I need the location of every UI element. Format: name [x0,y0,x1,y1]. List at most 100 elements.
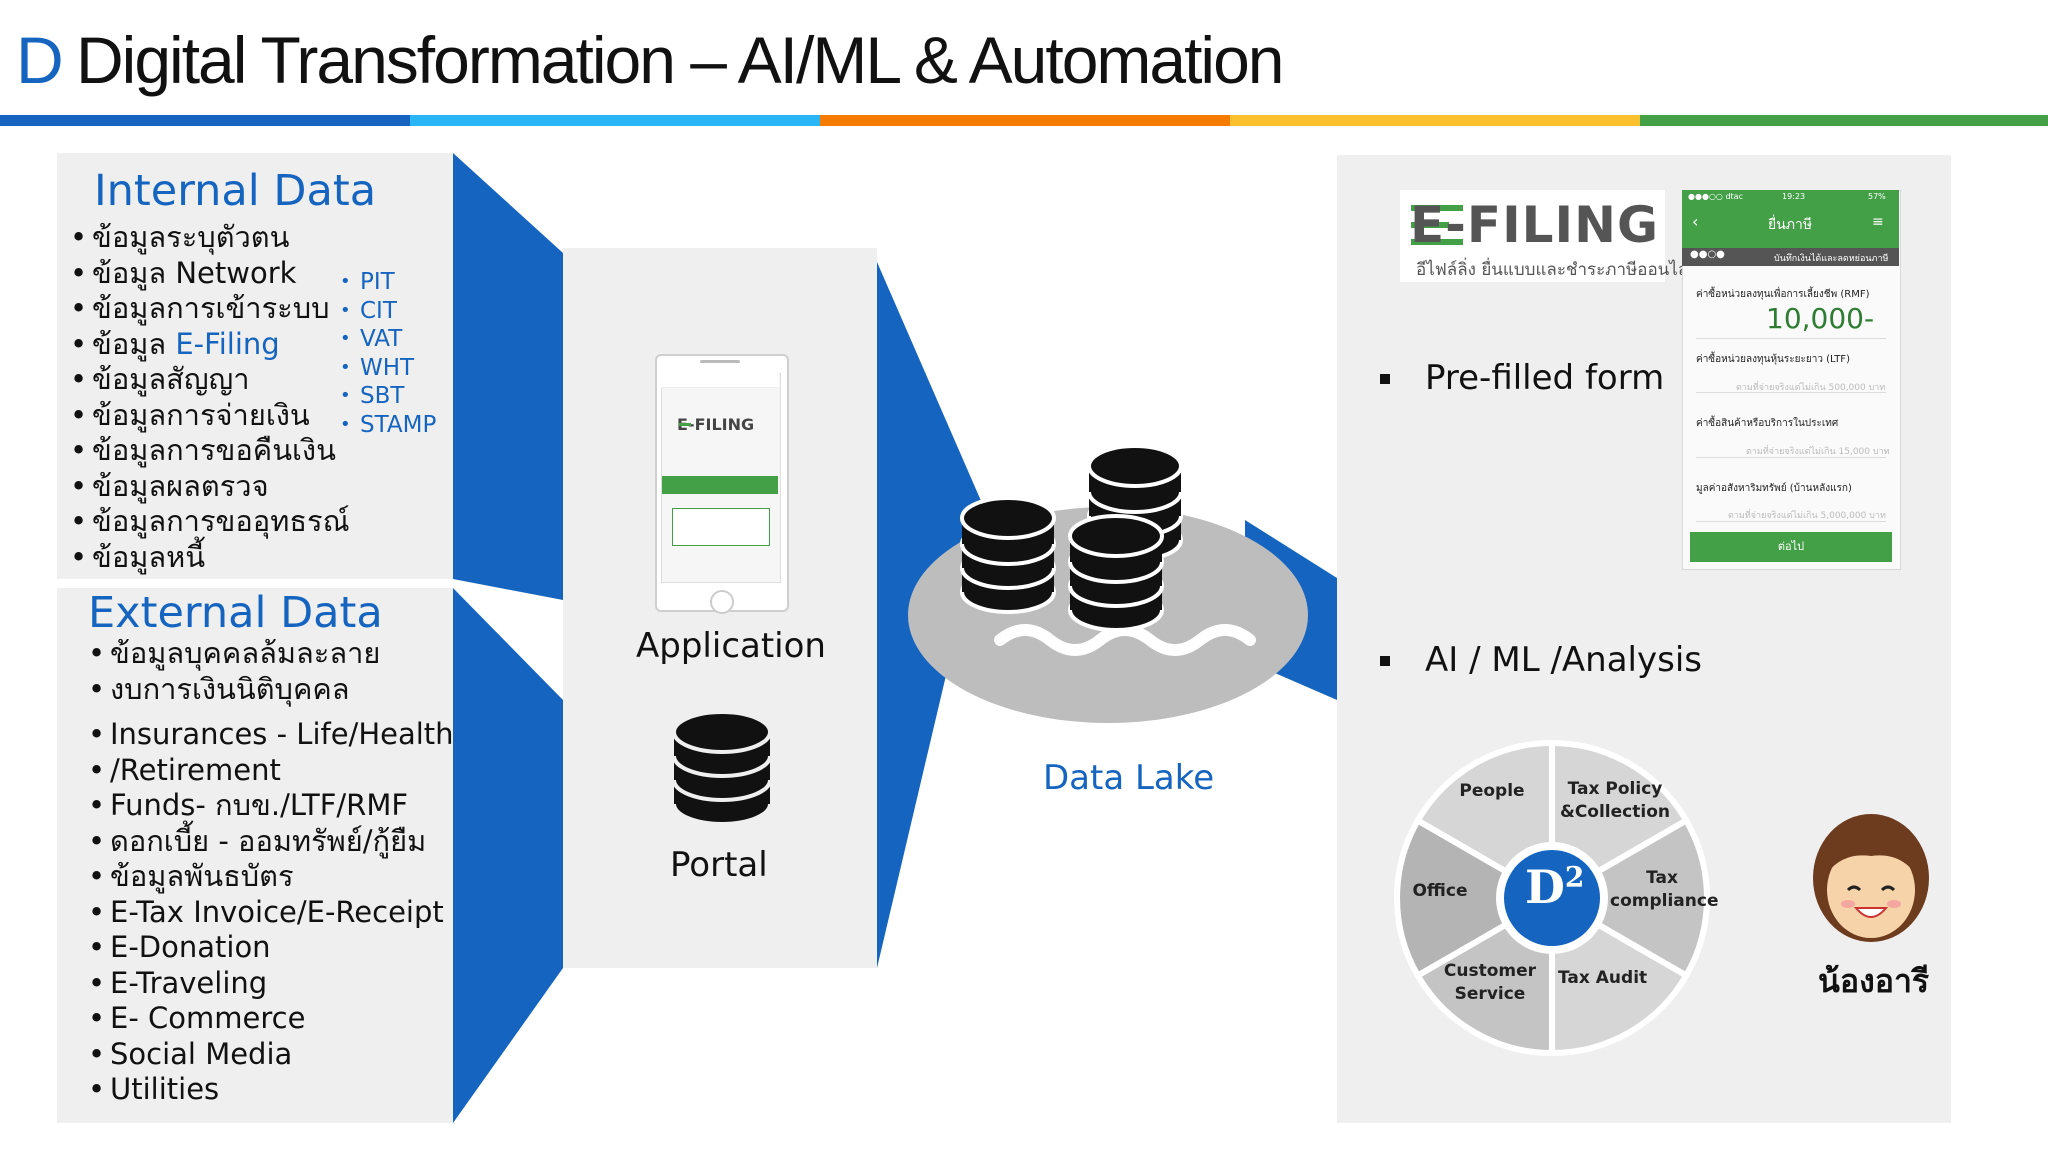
efiling-logo-bar-bottom [1411,239,1463,245]
avatar-name: น้องอารี [1818,962,1930,1000]
mobile-field-label: ค่าซื้อหน่วยลงทุนหุ้นระยะยาว (LTF) [1696,354,1850,365]
tax-type-item: PIT [340,268,436,297]
list-item: E-Tax Invoice/E-Receipt [88,895,454,931]
list-item: E- Commerce [88,1001,454,1037]
phone-speaker [700,360,740,363]
mobile-status-carrier: ●●●○○ dtac [1688,192,1743,201]
list-item: ข้อมูลพันธบัตร [88,859,454,895]
tax-type-item: VAT [340,325,436,354]
avatar-mouth [1853,907,1889,918]
mobile-field-value[interactable]: 10,000- [1766,302,1875,335]
list-item: ข้อมูลผลตรวจ [70,469,350,505]
external-data-list-2: Insurances - Life/Health /Retirement Fun… [88,717,454,1108]
list-item: ข้อมูลการขออุทธรณ์ [70,504,350,540]
external-data-list: ข้อมูลบุคคลล้มละลาย งบการเงินนิติบุคคล [88,636,380,707]
mobile-field-label: ค่าซื้อสินค้าหรือบริการในประเทศ [1696,418,1839,429]
stripe-light-blue [410,115,820,126]
list-item: Funds- กบข./LTF/RMF [88,788,454,824]
wheel-center-label: D2 [1525,860,1584,914]
stripe-orange [820,115,1230,126]
wheel-label-customer-service: Customer Service [1443,961,1537,1004]
phone-home-button [710,590,734,614]
list-item: ข้อมูลสัญญา [70,362,350,398]
external-data-title: External Data [88,588,383,638]
list-item: งบการเงินนิติบุคคล [88,672,380,708]
list-item-cont-text: /Retirement [110,752,281,787]
application-label: Application [636,626,826,666]
mobile-field-label: มูลค่าอสังหาริมทรัพย์ (บ้านหลังแรก) [1696,483,1852,494]
avatar-left-cheek [1841,900,1855,908]
segment-tax-compliance [1546,816,1710,980]
wheel-center-letter: D [1525,860,1565,914]
arrow-external [453,588,563,1123]
avatar-left-eye [1846,885,1862,892]
portal-database-icon [672,710,772,826]
efiling-highlight: E-Filing [175,326,280,361]
efiling-logo-bar-mid [1411,222,1449,228]
segment-office [1394,816,1558,980]
list-item: Social Media [88,1037,454,1073]
data-lake-label: Data Lake [1043,758,1215,798]
list-item: ข้อมูล Network [70,256,350,292]
list-item: ข้อมูลบุคคลล้มละลาย [88,636,380,672]
wheel-label-tax-policy: Tax Policy &Collection [1560,779,1670,822]
list-item: ข้อมูลการเข้าระบบ [70,291,350,327]
mobile-header-title: ยื่นภาษี [1768,217,1813,233]
list-item: E-Traveling [88,966,454,1002]
square-bullet-icon [1380,656,1390,666]
wheel-label-tax-compliance: Tax compliance [1610,868,1719,911]
list-item: Utilities [88,1072,454,1108]
list-item-text: ข้อมูล [92,326,176,361]
list-item: ข้อมูลการขอคืนเงิน [70,433,350,469]
page-dots-icon: ●●○● [1690,249,1725,260]
mobile-status-time: 19:23 [1782,192,1806,201]
mobile-sub-text: บันทึกเงินได้และลดหย่อนภาษี [1774,254,1889,264]
list-item: ข้อมูลการจ่ายเงิน [70,398,350,434]
mobile-next-button[interactable]: ต่อไป [1690,532,1892,562]
wheel-center-sup: 2 [1564,860,1585,894]
phone-efiling-logo: E-FILING [677,415,755,434]
efiling-logo-bar-top [1411,205,1463,211]
avatar [1813,814,1929,942]
mobile-field-hint[interactable]: ตามที่จ่ายจริงแต่ไม่เกิน 500,000 บาท [1736,383,1886,393]
mobile-field-underline [1696,521,1886,522]
phone-button [672,508,770,546]
menu-icon[interactable]: ≡ [1872,214,1884,230]
title-logo-letter: D [16,23,64,97]
stripe-yellow [1230,115,1640,126]
mobile-status-battery: 57% [1868,192,1886,201]
wheel-label-office: Office [1412,881,1468,901]
wheel-center [1504,850,1600,946]
list-item: ข้อมูลหนี้ [70,540,350,576]
efiling-tagline: อีไฟล์ลิ่ง ยื่นแบบและชำระภาษีออนไลน์ [1416,260,1700,280]
internal-data-title: Internal Data [94,166,377,216]
avatar-face [1827,842,1915,938]
internal-data-list: ข้อมูลระบุตัวตน ข้อมูล Network ข้อมูลการ… [70,220,350,575]
d2-wheel [1394,739,1710,1057]
mobile-field-hint[interactable]: ตามที่จ่ายจริงแต่ไม่เกิน 5,000,000 บาท [1728,511,1886,521]
phone-login-bar [662,476,778,494]
portal-label: Portal [670,845,768,885]
phone-logo-accent [679,423,691,426]
tax-type-item: SBT [340,382,436,411]
stripe-blue [0,115,410,126]
prefilled-form-label: Pre-filled form [1425,358,1665,398]
avatar-right-eye [1880,885,1896,892]
stripe-green [1640,115,2048,126]
list-item: Insurances - Life/Health [88,717,454,753]
mobile-field-underline [1696,392,1886,393]
mobile-field-hint[interactable]: ตามที่จ่ายจริงแต่ไม่เกิน 15,000 บาท [1746,447,1890,457]
list-item: ข้อมูลระบุตัวตน [70,220,350,256]
mobile-sub-bar [1682,248,1899,266]
page-title: Digital Transformation – AI/ML & Automat… [76,23,1285,97]
tax-type-list: PIT CIT VAT WHT SBT STAMP [340,268,436,439]
tax-type-item: CIT [340,297,436,326]
list-item: E-Donation [88,930,454,966]
mobile-field-underline [1696,338,1886,339]
arrow-internal [453,153,563,600]
ai-ml-analysis-label: AI / ML /Analysis [1425,640,1702,680]
wheel-label-people: People [1459,781,1525,801]
back-chevron-icon[interactable]: ‹ [1692,212,1699,231]
mobile-header [1682,190,1899,248]
tax-type-item: WHT [340,354,436,383]
